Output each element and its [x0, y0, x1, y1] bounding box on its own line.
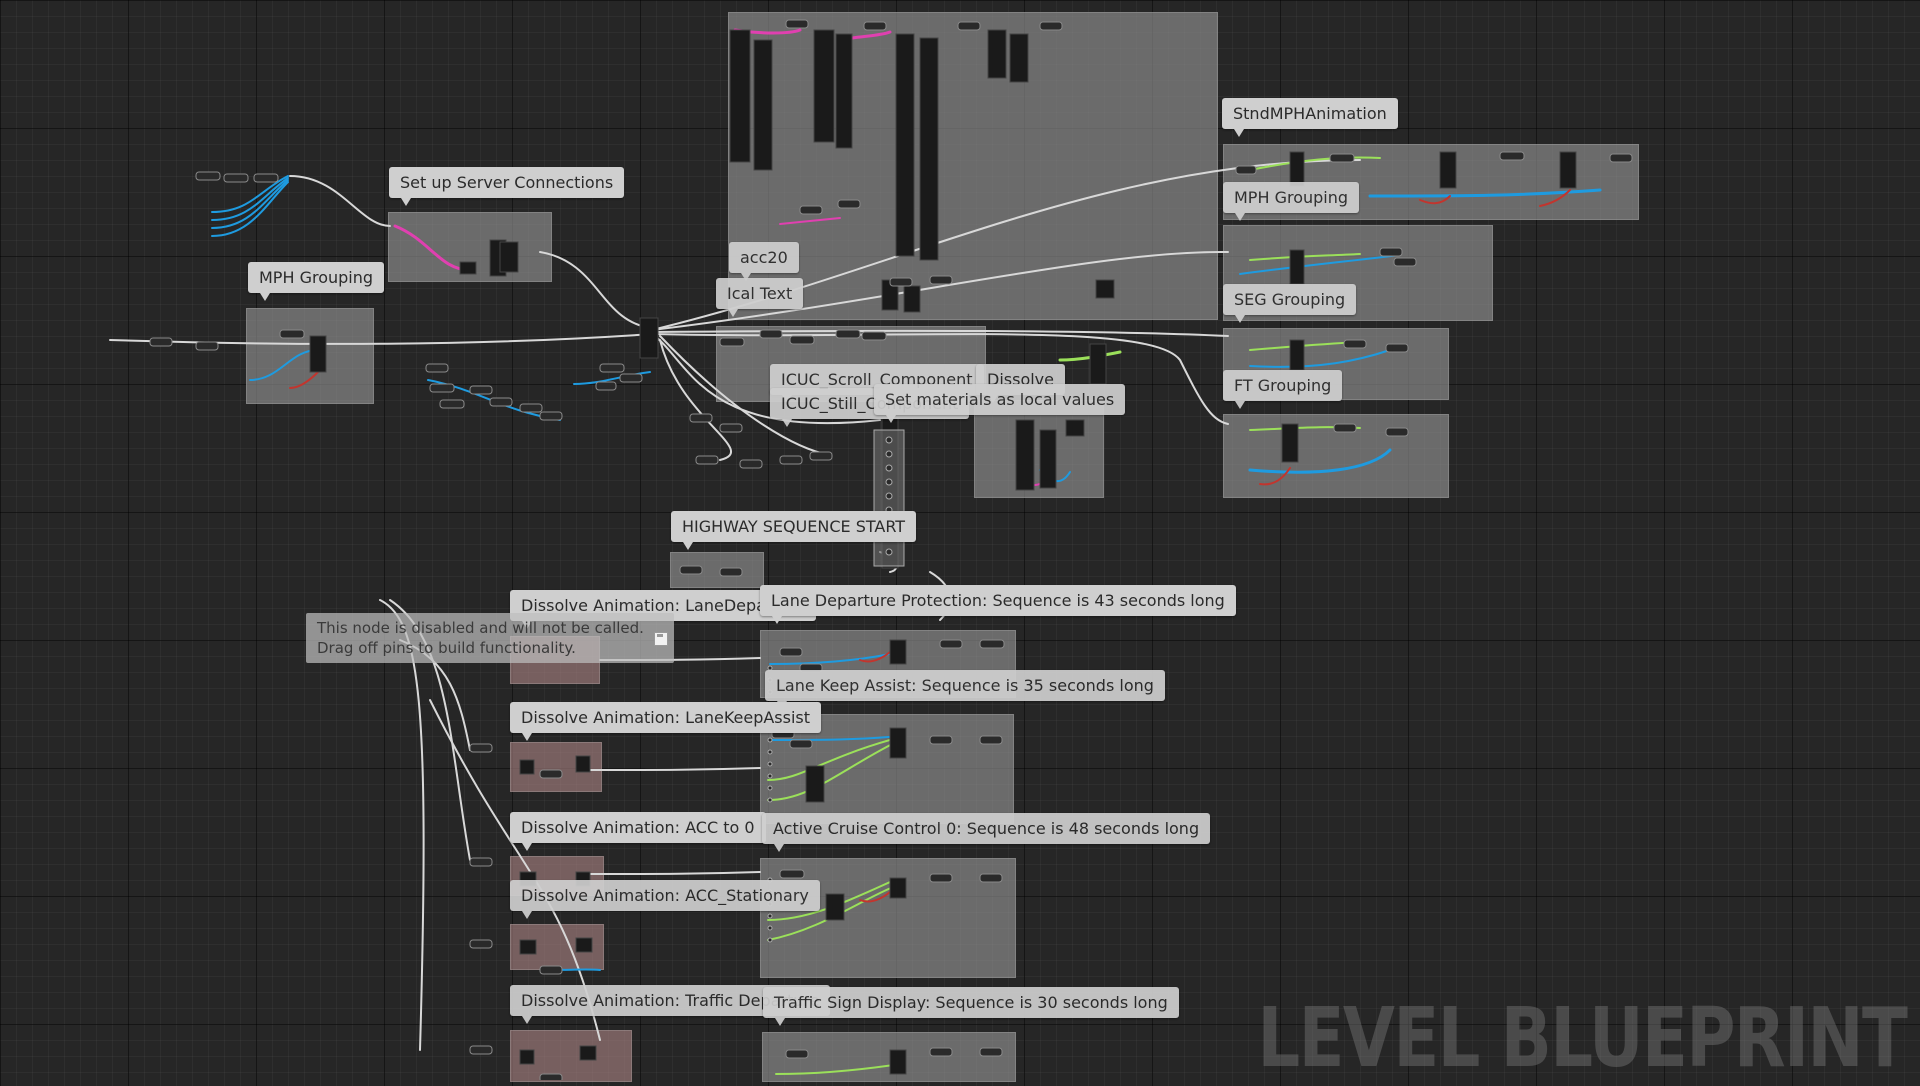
level-blueprint-watermark: LEVEL BLUEPRINT — [1257, 991, 1907, 1086]
exec-wire — [651, 250, 1229, 331]
data-wire — [393, 224, 472, 272]
disabled-node-icon — [654, 632, 668, 646]
data-wire — [211, 181, 289, 237]
data-wire — [1259, 467, 1291, 486]
data-wire — [767, 739, 891, 781]
comment-acc20[interactable]: acc20 — [729, 242, 799, 281]
data-wire — [859, 651, 891, 663]
comment-mph-grouping-left[interactable]: MPH Grouping — [248, 262, 385, 301]
data-wire — [769, 653, 891, 665]
data-wire — [767, 739, 901, 801]
data-wire — [779, 217, 841, 225]
data-wire — [573, 371, 651, 385]
exec-wire — [379, 599, 425, 1051]
comment-lane-departure-protection[interactable]: Lane Departure Protection: Sequence is 4… — [760, 585, 1236, 624]
data-wire — [211, 175, 289, 213]
data-wire — [1419, 195, 1451, 205]
data-wire — [1249, 349, 1391, 368]
comment-seg-grouping[interactable]: SEG Grouping — [1223, 284, 1357, 323]
data-wire — [1239, 254, 1401, 275]
data-wire — [1249, 253, 1361, 261]
exec-wire — [589, 767, 761, 771]
exec-wire — [589, 871, 761, 875]
data-wire — [1539, 189, 1571, 207]
comment-dissolve-traffic-departure[interactable]: Dissolve Animation: Traffic Departure — [510, 985, 831, 1024]
comment-stnd-mph-animation[interactable]: StndMPHAnimation — [1222, 98, 1398, 137]
exec-wire — [651, 333, 1229, 425]
data-wire — [211, 177, 289, 221]
comment-active-cruise-control[interactable]: Active Cruise Control 0: Sequence is 48 … — [762, 813, 1211, 852]
comment-ft-grouping[interactable]: FT Grouping — [1223, 370, 1343, 409]
data-wire — [211, 179, 289, 229]
data-wire — [1368, 188, 1602, 198]
data-wire — [859, 891, 891, 903]
data-wire — [289, 371, 319, 389]
disabled-tooltip-line-1: This node is disabled and will not be ca… — [317, 619, 644, 637]
comment-set-materials[interactable]: Set materials as local values — [874, 384, 1126, 423]
comment-lane-keep-assist[interactable]: Lane Keep Assist: Sequence is 35 seconds… — [765, 670, 1165, 709]
exec-wire — [539, 251, 653, 329]
comment-dissolve-lane-keep-assist[interactable]: Dissolve Animation: LaneKeepAssist — [510, 702, 822, 741]
data-wire — [249, 349, 319, 381]
comment-ical-text[interactable]: Ical Text — [716, 278, 804, 317]
exec-wire — [289, 175, 391, 227]
exec-wire — [659, 339, 733, 461]
comment-set-up-server-connections[interactable]: Set up Server Connections — [389, 167, 625, 206]
disabled-tooltip-line-2: Drag off pins to build functionality. — [317, 639, 576, 657]
data-wire — [775, 1063, 901, 1075]
data-wire — [769, 735, 901, 741]
data-wire — [1248, 448, 1392, 474]
comment-region-materials[interactable] — [728, 12, 1218, 320]
comment-dissolve-acc-to-0[interactable]: Dissolve Animation: ACC to 0 — [510, 812, 766, 851]
exec-wire — [651, 333, 881, 425]
disabled-node-tooltip: This node is disabled and will not be ca… — [306, 613, 674, 663]
exec-wire — [109, 333, 653, 345]
data-wire — [1249, 156, 1381, 171]
comment-traffic-sign-display[interactable]: Traffic Sign Display: Sequence is 30 sec… — [763, 987, 1179, 1026]
exec-wire — [651, 329, 1229, 337]
comment-highway-sequence-start[interactable]: HIGHWAY SEQUENCE START — [671, 511, 917, 550]
comment-dissolve-acc-stationary[interactable]: Dissolve Animation: ACC_Stationary — [510, 880, 820, 919]
comment-mph-grouping-right[interactable]: MPH Grouping — [1223, 182, 1360, 221]
